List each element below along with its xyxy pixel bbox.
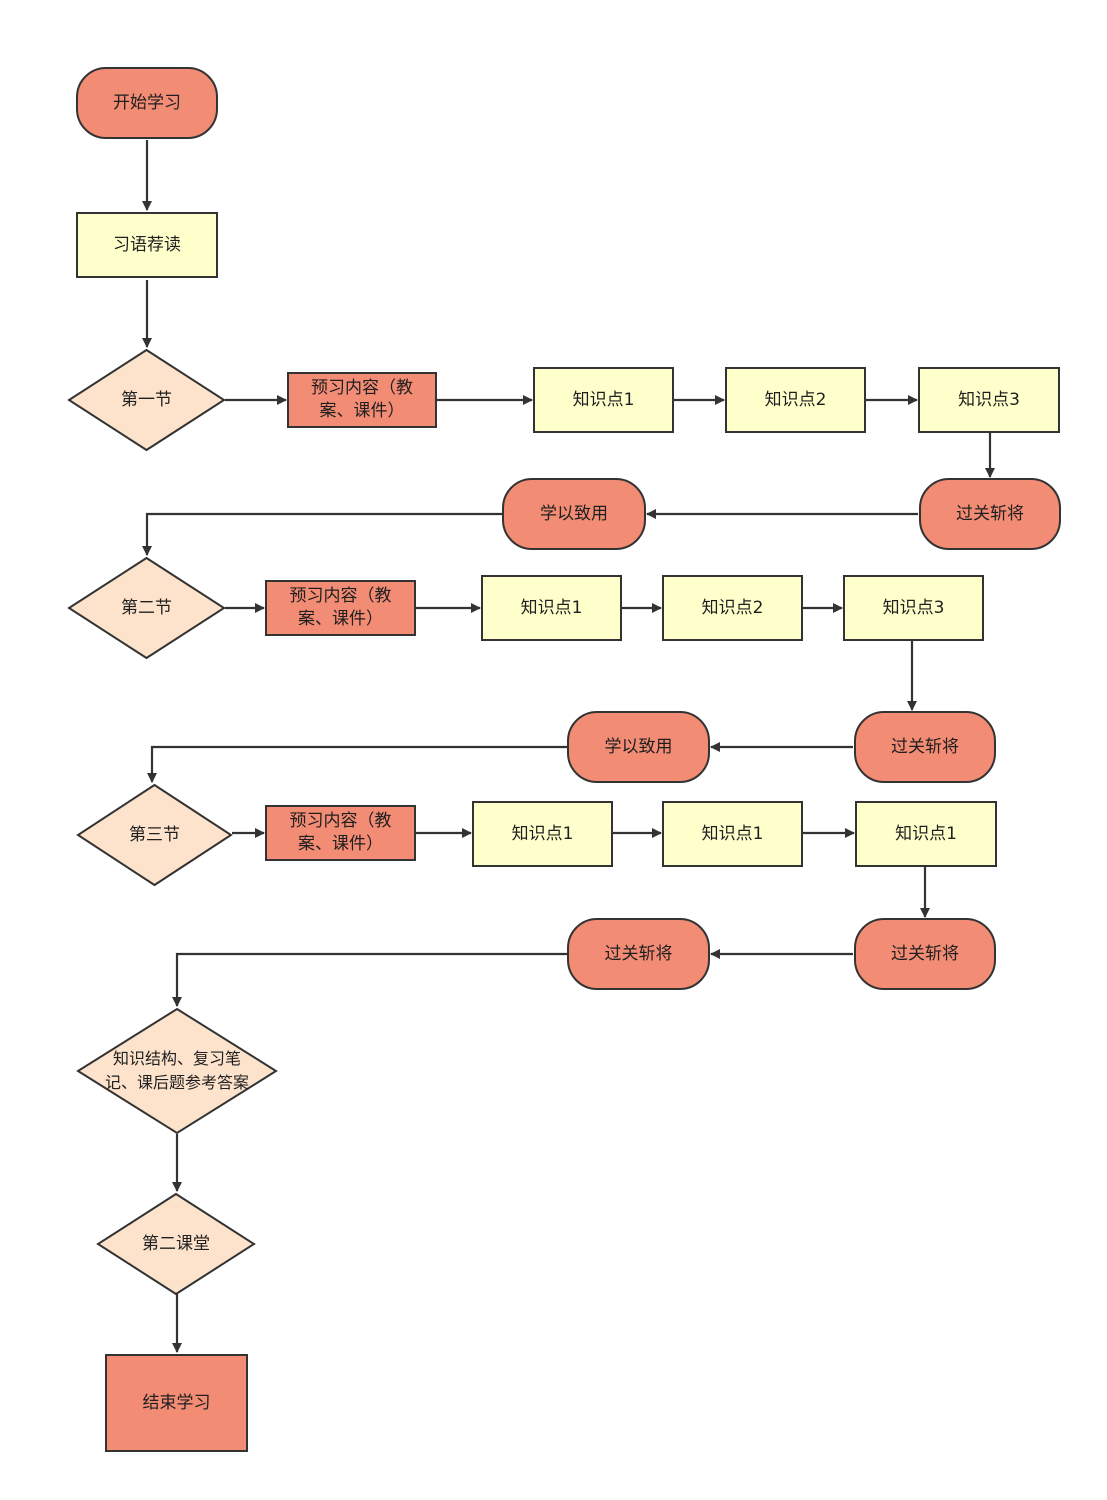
s3-preview-node: 预习内容（教 案、课件） bbox=[265, 805, 416, 861]
diamond-shape bbox=[76, 1007, 278, 1135]
start-label: 开始学习 bbox=[113, 92, 181, 113]
s2-kp2-label: 知识点2 bbox=[701, 597, 764, 618]
s2-kp2-node: 知识点2 bbox=[662, 575, 803, 641]
s2-apply-label: 学以致用 bbox=[604, 736, 673, 757]
diamond-shape bbox=[76, 783, 233, 887]
s2-kp3-label: 知识点3 bbox=[882, 597, 945, 618]
edge-s1-apply-to-section2 bbox=[142, 512, 502, 556]
s1-challenge-label: 过关斩将 bbox=[956, 503, 1024, 524]
s3-kp3-label: 知识点1 bbox=[895, 823, 957, 844]
s2-challenge-label: 过关斩将 bbox=[891, 736, 959, 757]
s3-kp1-node: 知识点1 bbox=[472, 801, 613, 867]
s2-challenge-node: 过关斩将 bbox=[854, 711, 996, 783]
s1-kp1-label: 知识点1 bbox=[572, 389, 635, 410]
s2-kp3-node: 知识点3 bbox=[843, 575, 984, 641]
section1-decision: 第一节 bbox=[67, 348, 226, 452]
section2-label: 第二节 bbox=[121, 597, 172, 618]
idiom-reading-node: 习语荐读 bbox=[76, 212, 218, 278]
s3-kp2-label: 知识点1 bbox=[701, 823, 764, 844]
s3-kp1-label: 知识点1 bbox=[511, 823, 574, 844]
s2-kp1-label: 知识点1 bbox=[520, 597, 583, 618]
s3-challenge-left-node: 过关斩将 bbox=[567, 918, 710, 990]
s3-kp3-node: 知识点1 bbox=[855, 801, 997, 867]
s2-apply-node: 学以致用 bbox=[567, 711, 710, 783]
s1-kp3-label: 知识点3 bbox=[958, 389, 1020, 410]
diamond-shape bbox=[96, 1192, 256, 1296]
s3-preview-label: 预习内容（教 案、课件） bbox=[289, 811, 392, 854]
s1-challenge-node: 过关斩将 bbox=[919, 478, 1061, 550]
summary-label: 知识结构、复习笔 记、课后题参考答案 bbox=[104, 1049, 249, 1092]
second-class-decision: 第二课堂 bbox=[96, 1192, 256, 1296]
s3-challenge-right-node: 过关斩将 bbox=[854, 918, 996, 990]
s2-kp1-node: 知识点1 bbox=[481, 575, 622, 641]
s1-kp2-node: 知识点2 bbox=[725, 367, 866, 433]
start-node: 开始学习 bbox=[76, 67, 218, 139]
s3-kp2-node: 知识点1 bbox=[662, 801, 803, 867]
s1-kp1-node: 知识点1 bbox=[533, 367, 674, 433]
s3-challenge-right-label: 过关斩将 bbox=[891, 943, 959, 964]
section1-label: 第一节 bbox=[121, 389, 172, 410]
s1-preview-label: 预习内容（教 案、课件） bbox=[311, 378, 413, 421]
s2-preview-label: 预习内容（教 案、课件） bbox=[289, 586, 392, 629]
edge-s3-challenge-left-to-summary bbox=[172, 952, 567, 1007]
end-label: 结束学习 bbox=[142, 1392, 211, 1413]
section2-decision: 第二节 bbox=[67, 556, 226, 660]
s1-kp2-label: 知识点2 bbox=[764, 389, 827, 410]
section3-decision: 第三节 bbox=[76, 783, 233, 887]
s3-challenge-left-label: 过关斩将 bbox=[604, 943, 673, 964]
s1-kp3-node: 知识点3 bbox=[918, 367, 1060, 433]
end-node: 结束学习 bbox=[105, 1354, 248, 1452]
diamond-shape bbox=[67, 348, 226, 452]
section3-label: 第三节 bbox=[129, 824, 180, 845]
s2-preview-node: 预习内容（教 案、课件） bbox=[265, 580, 416, 636]
s1-apply-label: 学以致用 bbox=[540, 503, 608, 524]
summary-decision: 知识结构、复习笔 记、课后题参考答案 bbox=[76, 1007, 278, 1135]
idiom-reading-label: 习语荐读 bbox=[113, 234, 181, 255]
edge-s2-apply-to-section3 bbox=[147, 745, 567, 783]
second-class-label: 第二课堂 bbox=[142, 1233, 210, 1254]
diamond-shape bbox=[67, 556, 226, 660]
s1-preview-node: 预习内容（教 案、课件） bbox=[287, 372, 437, 428]
s1-apply-node: 学以致用 bbox=[502, 478, 646, 550]
